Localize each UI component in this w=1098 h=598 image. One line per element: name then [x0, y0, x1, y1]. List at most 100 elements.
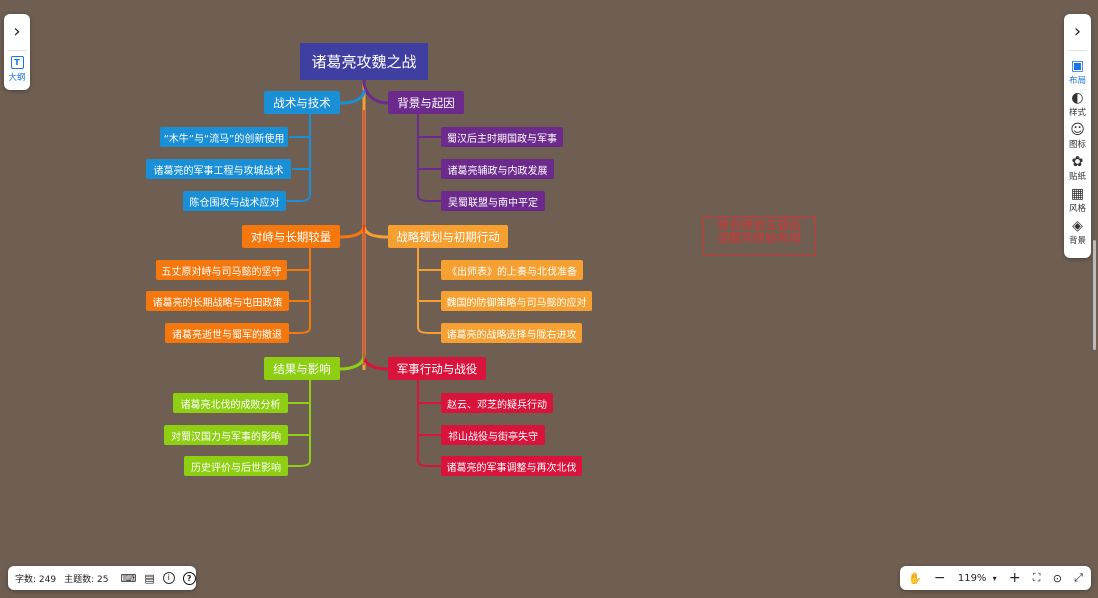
link-root-background: [362, 79, 389, 105]
subtopic-label: 陈仓围攻与战术应对: [189, 197, 280, 209]
status-bar: 字数: 249 主题数: 25 ⌨ ▤ i ?: [8, 566, 196, 590]
topic-label: 对峙与长期较量: [250, 229, 332, 244]
expand-left-button[interactable]: ›: [4, 18, 30, 44]
annotation-line: 调整到原始布局: [717, 231, 802, 245]
topic-label: 军事行动与战役: [396, 361, 478, 376]
subtopic[interactable]: 五丈原对峙与司马懿的坚守: [156, 260, 287, 280]
annotation-box[interactable]: 移到原始主题后 调整到原始布局: [703, 216, 816, 255]
info-icon[interactable]: i: [162, 572, 175, 584]
expand-right-button[interactable]: ›: [1064, 18, 1091, 44]
subtopic-label: 诸葛亮辅政与内政发展: [447, 165, 548, 177]
center-icon[interactable]: ⊙: [1052, 571, 1062, 585]
left-panel: › T 大纲: [4, 14, 30, 90]
subtopic[interactable]: 诸葛亮的军事调整与再次北伐: [441, 456, 582, 476]
panel-button-label: 样式: [1068, 108, 1086, 118]
panel-button-label: 背景: [1068, 236, 1086, 246]
subtopic[interactable]: “木牛”与“流马”的创新使用: [160, 127, 288, 147]
chevron-down-icon[interactable]: ▾: [992, 573, 997, 583]
minimap-icon[interactable]: ▤: [144, 571, 155, 585]
hand-tool-icon[interactable]: ✋: [908, 571, 922, 585]
outline-icon: T: [10, 56, 24, 69]
subtopic[interactable]: 诸葛亮的战略选择与陇右进攻: [441, 323, 582, 343]
topic-strategy[interactable]: 战略规划与初期行动: [388, 225, 508, 248]
subtopic[interactable]: 魏国的防御策略与司马懿的应对: [441, 291, 592, 311]
help-icon[interactable]: ?: [182, 571, 196, 585]
subtopic-label: 五丈原对峙与司马懿的坚守: [161, 266, 282, 278]
fullscreen-icon[interactable]: ⤢: [1074, 571, 1083, 584]
sticker-icon: ✿: [1071, 154, 1084, 170]
subtopic[interactable]: 诸葛亮的军事工程与攻城战术: [146, 159, 291, 179]
subtopic[interactable]: 历史评价与后世影响: [184, 456, 288, 476]
topic-result[interactable]: 结果与影响: [264, 357, 340, 380]
keyboard-icon[interactable]: ⌨: [120, 571, 137, 585]
panel-button-1[interactable]: ◐ 样式: [1064, 90, 1091, 118]
subtopic[interactable]: 蜀汉后主时期国政与军事: [441, 127, 563, 147]
panel-button-5[interactable]: ◈ 背景: [1064, 218, 1091, 246]
layers-icon: ◈: [1072, 218, 1083, 234]
subtopic[interactable]: 诸葛亮的长期战略与屯田政策: [146, 291, 289, 311]
subtopic[interactable]: 诸葛亮辅政与内政发展: [441, 159, 554, 179]
topic-label: 背景与起因: [397, 95, 455, 110]
subtopic-label: 祁山战役与街亭失守: [448, 431, 538, 443]
link-root-strategy: [362, 224, 389, 239]
subtopic-label: 诸葛亮的军事调整与再次北伐: [446, 462, 577, 474]
outline-button[interactable]: T 大纲: [4, 56, 30, 83]
topic-standoff[interactable]: 对峙与长期较量: [242, 225, 340, 248]
link-root-standoff: [339, 224, 366, 239]
panel-button-label: 贴纸: [1068, 172, 1086, 182]
link-root-military: [362, 354, 389, 371]
subtopic[interactable]: 陈仓围攻与战术应对: [183, 191, 286, 211]
zoom-level[interactable]: 119%: [957, 572, 987, 584]
subtopic-label: 吴蜀联盟与南中平定: [448, 197, 538, 209]
fit-screen-icon[interactable]: ⛶: [1032, 571, 1041, 584]
panel-button-4[interactable]: ▦ 风格: [1064, 186, 1091, 214]
subtopic-label: 诸葛亮的长期战略与屯田政策: [152, 297, 283, 309]
subtopic[interactable]: 吴蜀联盟与南中平定: [441, 191, 545, 211]
vertical-scrollbar[interactable]: [1093, 240, 1096, 350]
topic-label: 结果与影响: [273, 361, 331, 376]
right-panel: › ▣布局 ◐ 样式 ☺ 图标 ✿ 贴纸 ▦ 风格 ◈ 背景: [1064, 14, 1091, 258]
subtopic-label: 诸葛亮的战略选择与陇右进攻: [446, 329, 577, 341]
zoom-out-button[interactable]: −: [933, 570, 946, 586]
link-root-tactics: [339, 89, 366, 105]
subtopic-label: 对蜀汉国力与军事的影响: [171, 431, 281, 443]
topic-tactics[interactable]: 战术与技术: [264, 91, 340, 114]
subtopic[interactable]: 祁山战役与街亭失守: [441, 425, 545, 445]
root-topic[interactable]: 诸葛亮攻魏之战: [300, 43, 428, 80]
topic-background[interactable]: 背景与起因: [388, 91, 464, 114]
subtopic[interactable]: 诸葛亮逝世与蜀军的撤退: [165, 323, 289, 343]
annotation-line: 移到原始主题后: [717, 218, 802, 232]
subtopic-label: “木牛”与“流马”的创新使用: [163, 133, 285, 145]
subtopic-label: 诸葛亮的军事工程与攻城战术: [153, 165, 284, 177]
chevron-right-icon: ›: [1073, 20, 1082, 42]
layout-icon: ▣: [1070, 58, 1085, 74]
chevron-right-icon: ›: [13, 20, 21, 42]
topic-military[interactable]: 军事行动与战役: [388, 357, 486, 380]
subtopic-label: 诸葛亮北伐的成败分析: [180, 399, 281, 411]
divider: [1068, 50, 1087, 51]
subtopic[interactable]: 对蜀汉国力与军事的影响: [164, 425, 288, 445]
subtopic[interactable]: 诸葛亮北伐的成败分析: [173, 393, 288, 413]
grid-icon: ▦: [1070, 186, 1085, 202]
zoom-bar: ✋ − 119% ▾ + ⛶ ⊙ ⤢: [900, 566, 1091, 590]
subtopic-label: 赵云、邓芝的疑兵行动: [447, 399, 547, 411]
subtopic[interactable]: 赵云、邓芝的疑兵行动: [441, 393, 553, 413]
subtopic-label: 《出师表》的上奏与北伐准备: [447, 266, 577, 278]
palette-icon: ◐: [1071, 90, 1084, 106]
panel-button-label: 风格: [1068, 204, 1086, 214]
word-count: 字数: 249: [15, 574, 57, 585]
outline-label: 大纲: [8, 73, 26, 83]
subtopic-label: 魏国的防御策略与司马懿的应对: [446, 297, 587, 309]
panel-button-2[interactable]: ☺ 图标: [1064, 122, 1091, 150]
divider: [8, 50, 26, 51]
root-topic-label: 诸葛亮攻魏之战: [311, 53, 417, 71]
panel-button-0[interactable]: ▣布局: [1064, 58, 1091, 86]
panel-button-3[interactable]: ✿ 贴纸: [1064, 154, 1091, 182]
topic-label: 战术与技术: [273, 95, 331, 110]
link-root-result: [339, 354, 366, 371]
subtopic[interactable]: 《出师表》的上奏与北伐准备: [441, 260, 583, 280]
zoom-in-button[interactable]: +: [1008, 570, 1021, 586]
panel-button-label: 图标: [1068, 140, 1086, 150]
smiley-icon: ☺: [1070, 122, 1085, 138]
